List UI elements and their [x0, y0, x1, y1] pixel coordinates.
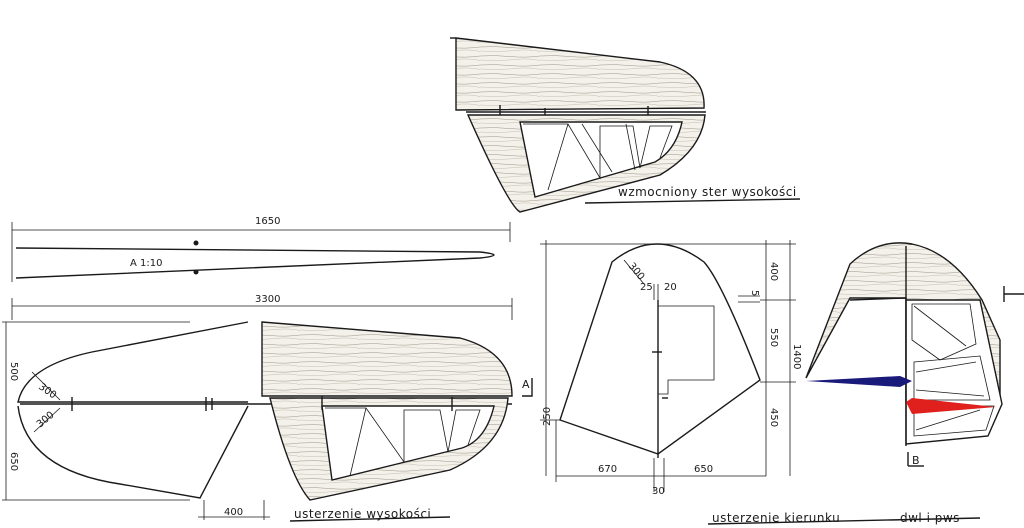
dim-root-chord-lower: 650 — [8, 452, 19, 471]
dim-fin-height-bottom: 450 — [768, 408, 779, 427]
dim-fin-side-small: 5 — [749, 290, 760, 296]
fin-outline-drawing: 300 25 20 5 400 550 450 1400 250 670 650… — [540, 240, 802, 497]
dim-fin-total-height: 1400 — [791, 344, 802, 369]
dim-fin-height-top: 400 — [768, 262, 779, 281]
elevator-truss-bay — [519, 121, 683, 198]
dim-fin-top-b: 20 — [664, 282, 677, 293]
elevator-caption: wzmocniony ster wysokości — [618, 185, 797, 199]
blue-section — [806, 376, 912, 387]
dim-full-span: 3300 — [255, 294, 280, 305]
horizontal-tail-caption: usterzenie wysokości — [294, 507, 431, 521]
dim-half-span: 1650 — [255, 216, 280, 227]
dim-fin-top-a: 25 — [640, 282, 653, 293]
dim-fin-bottom-left: 250 — [542, 407, 553, 426]
dim-fin-height-mid: 550 — [768, 328, 779, 347]
right-stabilizer-wood — [261, 321, 513, 397]
reinforced-elevator-drawing: wzmocniony ster wysokości — [450, 37, 801, 213]
dim-fin-gap: 30 — [652, 486, 665, 497]
dim-root-chord-upper: 500 — [8, 362, 19, 381]
section-label: A 1:10 — [130, 258, 162, 269]
red-section — [906, 398, 996, 414]
left-elevator — [17, 405, 249, 499]
right-elevator-truss — [321, 405, 495, 481]
profile-airfoil — [15, 247, 495, 279]
section-a-drawing: 1650 A 1:10 — [11, 216, 511, 282]
dim-fin-base-left: 670 — [598, 464, 617, 475]
vertical-tail-suffix: dwl i pws — [900, 511, 960, 525]
stabilizer-wood-panel — [455, 37, 705, 111]
horizontal-tail-drawing: 3300 300 300 500 650 400 A usterzenie wy… — [2, 294, 533, 522]
marker-a: A — [522, 378, 530, 391]
dim-elevator-width: 400 — [224, 507, 243, 518]
left-stabilizer — [17, 321, 249, 403]
marker-b: B — [912, 454, 920, 467]
fin-outline — [559, 243, 761, 455]
vertical-tail-drawing: B — [805, 242, 1024, 467]
dim-fin-base-right: 650 — [694, 464, 713, 475]
